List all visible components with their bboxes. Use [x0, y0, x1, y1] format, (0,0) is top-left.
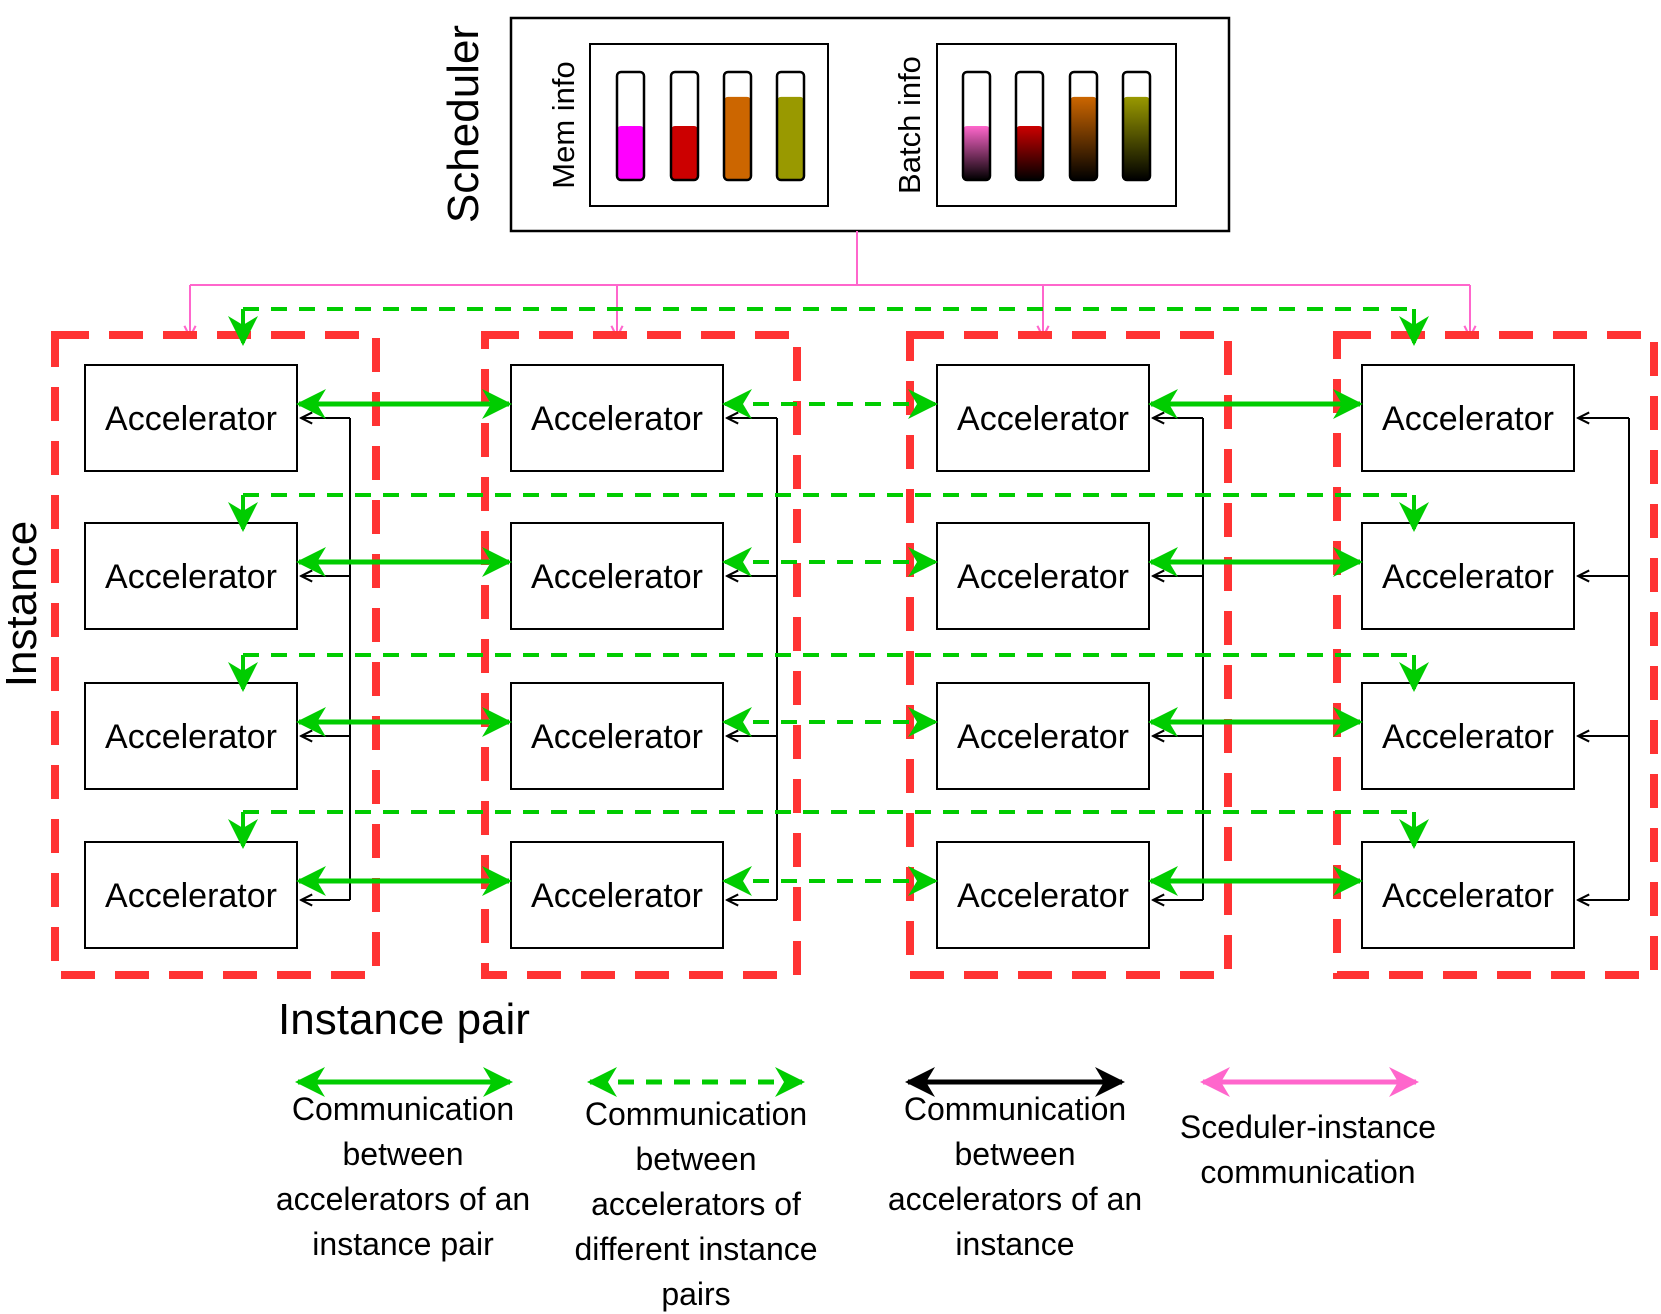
accelerator-label: Accelerator — [1382, 400, 1554, 438]
instance-label: Instance — [0, 521, 46, 687]
batch-info-gauges — [961, 70, 1152, 182]
legend-text: Communication — [904, 1091, 1126, 1127]
accelerator-label: Accelerator — [105, 718, 277, 756]
legend-item: Sceduler-instance communication — [1180, 1067, 1436, 1190]
mem-gauge-fill — [777, 96, 804, 180]
mem-gauge-fill — [724, 96, 751, 180]
accelerator: Accelerator — [510, 522, 724, 630]
accelerator: Accelerator — [510, 841, 724, 949]
legend-item: Communication between accelerators of diffe… — [574, 1067, 818, 1312]
mem-info-panel: Mem info — [546, 43, 829, 207]
instance-pair-links — [296, 389, 1363, 896]
accelerator: Accelerator — [936, 522, 1150, 630]
accelerator-label: Accelerator — [105, 400, 277, 438]
accelerator: Accelerator — [84, 522, 298, 630]
accelerator-label: Accelerator — [1382, 718, 1554, 756]
accelerator: Accelerator — [84, 364, 298, 472]
accelerator-box — [510, 364, 724, 472]
accelerator: Accelerator — [510, 364, 724, 472]
scheduler-instance-links — [190, 231, 1470, 337]
accelerator-box — [84, 522, 298, 630]
mem-gauge-fill — [671, 126, 698, 180]
accelerator-label: Accelerator — [531, 877, 703, 915]
mem-gauge — [615, 70, 646, 182]
legend-text: Communication — [292, 1091, 514, 1127]
accelerator: Accelerator — [936, 364, 1150, 472]
accelerator-box — [936, 364, 1150, 472]
batch-gauge — [1121, 70, 1152, 182]
cross-pair-links — [228, 307, 1429, 896]
scheduler-title: Scheduler — [439, 25, 488, 223]
mem-gauge — [722, 70, 753, 182]
accelerator-label: Accelerator — [105, 558, 277, 596]
instance-pair-label: Instance pair — [278, 995, 530, 1044]
legend-item: Communication between accelerators of an in… — [276, 1067, 530, 1262]
accelerator-box — [936, 522, 1150, 630]
batch-gauge — [961, 70, 992, 182]
legend-text: pairs — [661, 1276, 730, 1312]
legend-text: between — [955, 1136, 1076, 1172]
batch-info-label: Batch info — [892, 56, 927, 194]
batch-gauge-fill — [1016, 126, 1043, 180]
legend-item: Communication between accelerators of an in… — [888, 1067, 1142, 1262]
legend-text: Communication — [585, 1096, 807, 1132]
accelerator-box — [1361, 364, 1575, 472]
legend-text: between — [636, 1141, 757, 1177]
batch-info-panel: Batch info — [892, 43, 1177, 207]
accelerator-label: Accelerator — [531, 718, 703, 756]
accelerator: Accelerator — [936, 682, 1150, 790]
accelerator-box — [936, 682, 1150, 790]
legend-text: communication — [1200, 1154, 1415, 1190]
accelerator-box — [84, 682, 298, 790]
accelerator: Accelerator — [1361, 682, 1575, 790]
accelerator-box — [510, 522, 724, 630]
accelerators: AcceleratorAcceleratorAcceleratorAcceler… — [84, 364, 1575, 949]
accelerator-label: Accelerator — [957, 558, 1129, 596]
accelerator-label: Accelerator — [957, 877, 1129, 915]
batch-gauge — [1014, 70, 1045, 182]
accelerator-label: Accelerator — [531, 558, 703, 596]
mem-gauge — [669, 70, 700, 182]
legend: Communication between accelerators of an in… — [276, 1067, 1436, 1312]
legend-text: different instance — [574, 1231, 817, 1267]
batch-gauge-fill — [1123, 96, 1150, 180]
legend-text: accelerators of — [591, 1186, 801, 1222]
accelerator: Accelerator — [84, 682, 298, 790]
accelerator: Accelerator — [936, 841, 1150, 949]
mem-gauge — [775, 70, 806, 182]
accelerator: Accelerator — [510, 682, 724, 790]
batch-gauge-fill — [1070, 96, 1097, 180]
instance-border — [481, 331, 801, 979]
instance-border — [906, 331, 1232, 979]
accelerator-label: Accelerator — [531, 400, 703, 438]
scheduler: Scheduler Mem info Batch info — [439, 16, 1231, 233]
accelerator: Accelerator — [84, 841, 298, 949]
mem-info-gauges — [615, 70, 806, 182]
legend-text: instance — [955, 1226, 1074, 1262]
legend-text: accelerators of an — [276, 1181, 530, 1217]
accelerator: Accelerator — [1361, 364, 1575, 472]
accelerator-label: Accelerator — [1382, 877, 1554, 915]
intra-instance-links — [301, 418, 1630, 900]
accelerator-label: Accelerator — [957, 718, 1129, 756]
accelerator-box — [84, 364, 298, 472]
accelerator-box — [1361, 522, 1575, 630]
accelerator-label: Accelerator — [957, 400, 1129, 438]
scheduler-bus — [190, 231, 1470, 286]
batch-gauge-fill — [963, 126, 990, 180]
mem-gauge-fill — [617, 126, 644, 180]
legend-text: between — [343, 1136, 464, 1172]
batch-gauge — [1068, 70, 1099, 182]
accelerator: Accelerator — [1361, 522, 1575, 630]
accelerator-box — [1361, 682, 1575, 790]
legend-text: accelerators of an — [888, 1181, 1142, 1217]
mem-info-label: Mem info — [546, 61, 581, 188]
accelerator-label: Accelerator — [105, 877, 277, 915]
accelerator-label: Accelerator — [1382, 558, 1554, 596]
accelerator-box — [84, 841, 298, 949]
legend-text: instance pair — [312, 1226, 494, 1262]
accelerator: Accelerator — [1361, 841, 1575, 949]
legend-text: Sceduler-instance — [1180, 1109, 1436, 1145]
